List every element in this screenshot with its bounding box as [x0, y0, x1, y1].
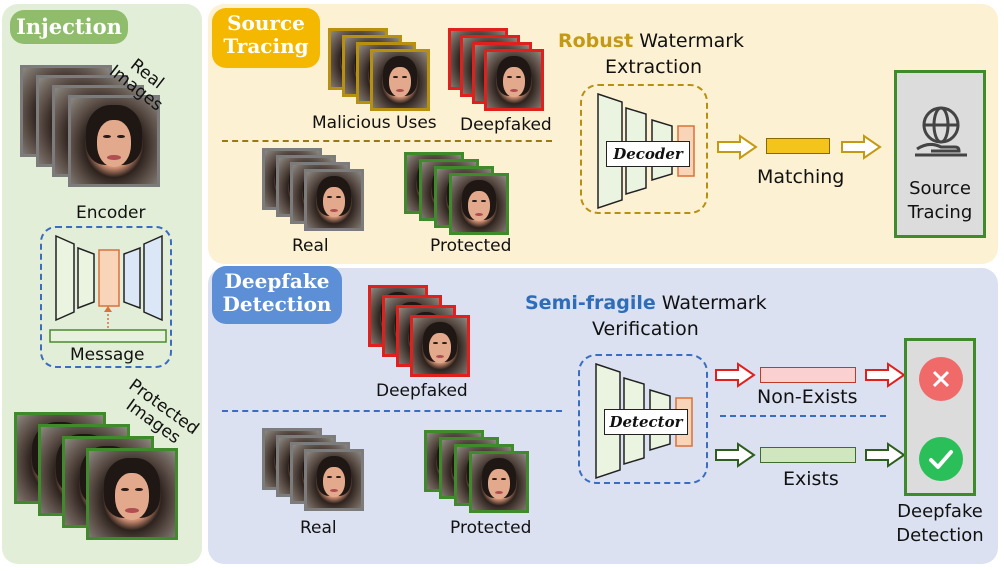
deepfaked-image-card: [410, 315, 470, 377]
dd-protected-label: Protected: [450, 518, 532, 538]
real-image-card: [68, 95, 160, 187]
dd-divider: [222, 410, 562, 412]
deepfaked-image-card: [484, 49, 544, 111]
robust-title-rest: Watermark: [633, 30, 745, 52]
matching-label: Matching: [757, 166, 845, 188]
st-real-label: Real: [292, 236, 329, 256]
malicious-uses-label: Malicious Uses: [312, 113, 437, 133]
result-line: Source: [909, 178, 971, 199]
check-circle-icon: [919, 437, 963, 481]
malicious-image-card: [370, 49, 430, 111]
protected-image-card: [469, 451, 529, 513]
real-images-stack: [20, 65, 170, 195]
dd-arrow-red-1: [715, 362, 756, 388]
badge-line: Source: [227, 11, 305, 35]
dd-real-stack: [262, 428, 372, 513]
result-line: Deepfake: [897, 501, 983, 522]
globe-hand-icon: [915, 106, 967, 157]
matching-bar: [766, 138, 830, 154]
deepfake-detection-result-text: Deepfake Detection: [880, 500, 1000, 548]
decoder-label-box: Decoder: [606, 141, 690, 167]
semifragile-highlight: Semi-fragile: [525, 292, 656, 314]
real-image-card: [304, 449, 364, 511]
non-exists-bar: [760, 367, 856, 383]
encoder-label: Encoder: [76, 203, 146, 223]
st-divider: [222, 140, 552, 142]
result-line: Detection: [896, 525, 984, 546]
robust-highlight: Robust: [558, 30, 634, 52]
semifragile-title: Semi-fragile Watermark: [525, 292, 767, 314]
source-tracing-result-text: Source Tracing: [897, 177, 983, 225]
deepfake-detection-badge: Deepfake Detection: [212, 266, 342, 324]
badge-line: Deepfake: [224, 269, 330, 293]
deepfake-detection-result: [904, 338, 976, 496]
semifragile-title-line2: Verification: [592, 318, 699, 340]
dd-real-label: Real: [300, 518, 337, 538]
detector-label: Detector: [609, 413, 683, 431]
decoder-label: Decoder: [613, 145, 683, 163]
protected-image-card: [449, 173, 509, 235]
non-exists-label: Non-Exists: [757, 386, 858, 408]
st-deepfaked-stack: [448, 28, 558, 113]
encoder-block: [40, 226, 172, 368]
x-circle-icon: [919, 357, 963, 401]
detector-label-box: Detector: [604, 409, 688, 435]
badge-line: Tracing: [223, 34, 309, 58]
st-protected-label: Protected: [430, 236, 512, 256]
semifragile-title-rest: Watermark: [655, 292, 767, 314]
dd-deepfaked-stack: [368, 285, 488, 377]
source-tracing-badge: Source Tracing: [212, 8, 320, 68]
protected-images-stack: [14, 412, 194, 552]
dd-deepfaked-label: Deepfaked: [376, 381, 468, 401]
message-label: Message: [70, 345, 145, 365]
encoder-network-icon: [49, 234, 167, 343]
st-real-stack: [262, 148, 372, 233]
dd-arrow-green-2: [865, 442, 906, 468]
st-protected-stack: [404, 152, 524, 237]
dd-protected-stack: [424, 430, 544, 515]
robust-title: Robust Watermark: [558, 30, 744, 52]
exists-label: Exists: [783, 468, 839, 490]
dd-mid-divider: [720, 415, 886, 417]
injection-badge: Injection: [10, 10, 128, 44]
st-arrow-2: [841, 134, 882, 160]
real-image-card: [304, 169, 364, 231]
result-line: Tracing: [907, 202, 973, 223]
st-deepfaked-label: Deepfaked: [460, 115, 552, 135]
badge-line: Detection: [222, 292, 332, 316]
st-arrow-1: [717, 134, 758, 160]
dd-arrow-red-2: [865, 362, 906, 388]
source-tracing-result: Source Tracing: [894, 70, 986, 238]
exists-bar: [760, 447, 856, 463]
robust-title-line2: Extraction: [605, 56, 702, 78]
protected-image-card: [86, 448, 178, 540]
malicious-uses-stack: [328, 28, 438, 113]
dd-arrow-green-1: [715, 442, 756, 468]
